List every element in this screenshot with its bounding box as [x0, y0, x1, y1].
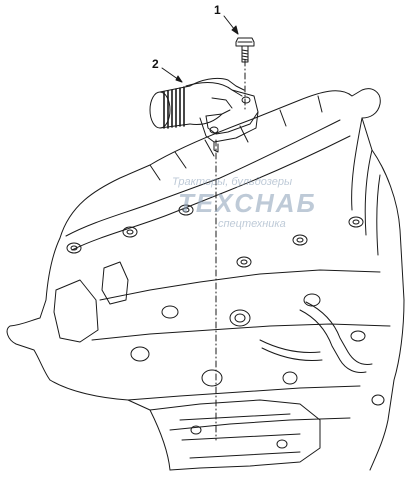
callout-number-2: 2	[152, 57, 159, 71]
watermark-logo-text: ТЕХСНАБ	[178, 188, 317, 218]
callout-leaders	[161, 15, 239, 83]
assembly-lines	[215, 59, 246, 441]
thermostat-housing-part	[149, 77, 259, 153]
engine-block	[6, 88, 405, 471]
callout-number-1: 1	[214, 3, 221, 17]
watermark-line-3: спецтехника	[218, 218, 286, 230]
watermark-line-1: Тракторы, бульдозеры	[172, 176, 293, 188]
bolt-part	[235, 37, 255, 63]
